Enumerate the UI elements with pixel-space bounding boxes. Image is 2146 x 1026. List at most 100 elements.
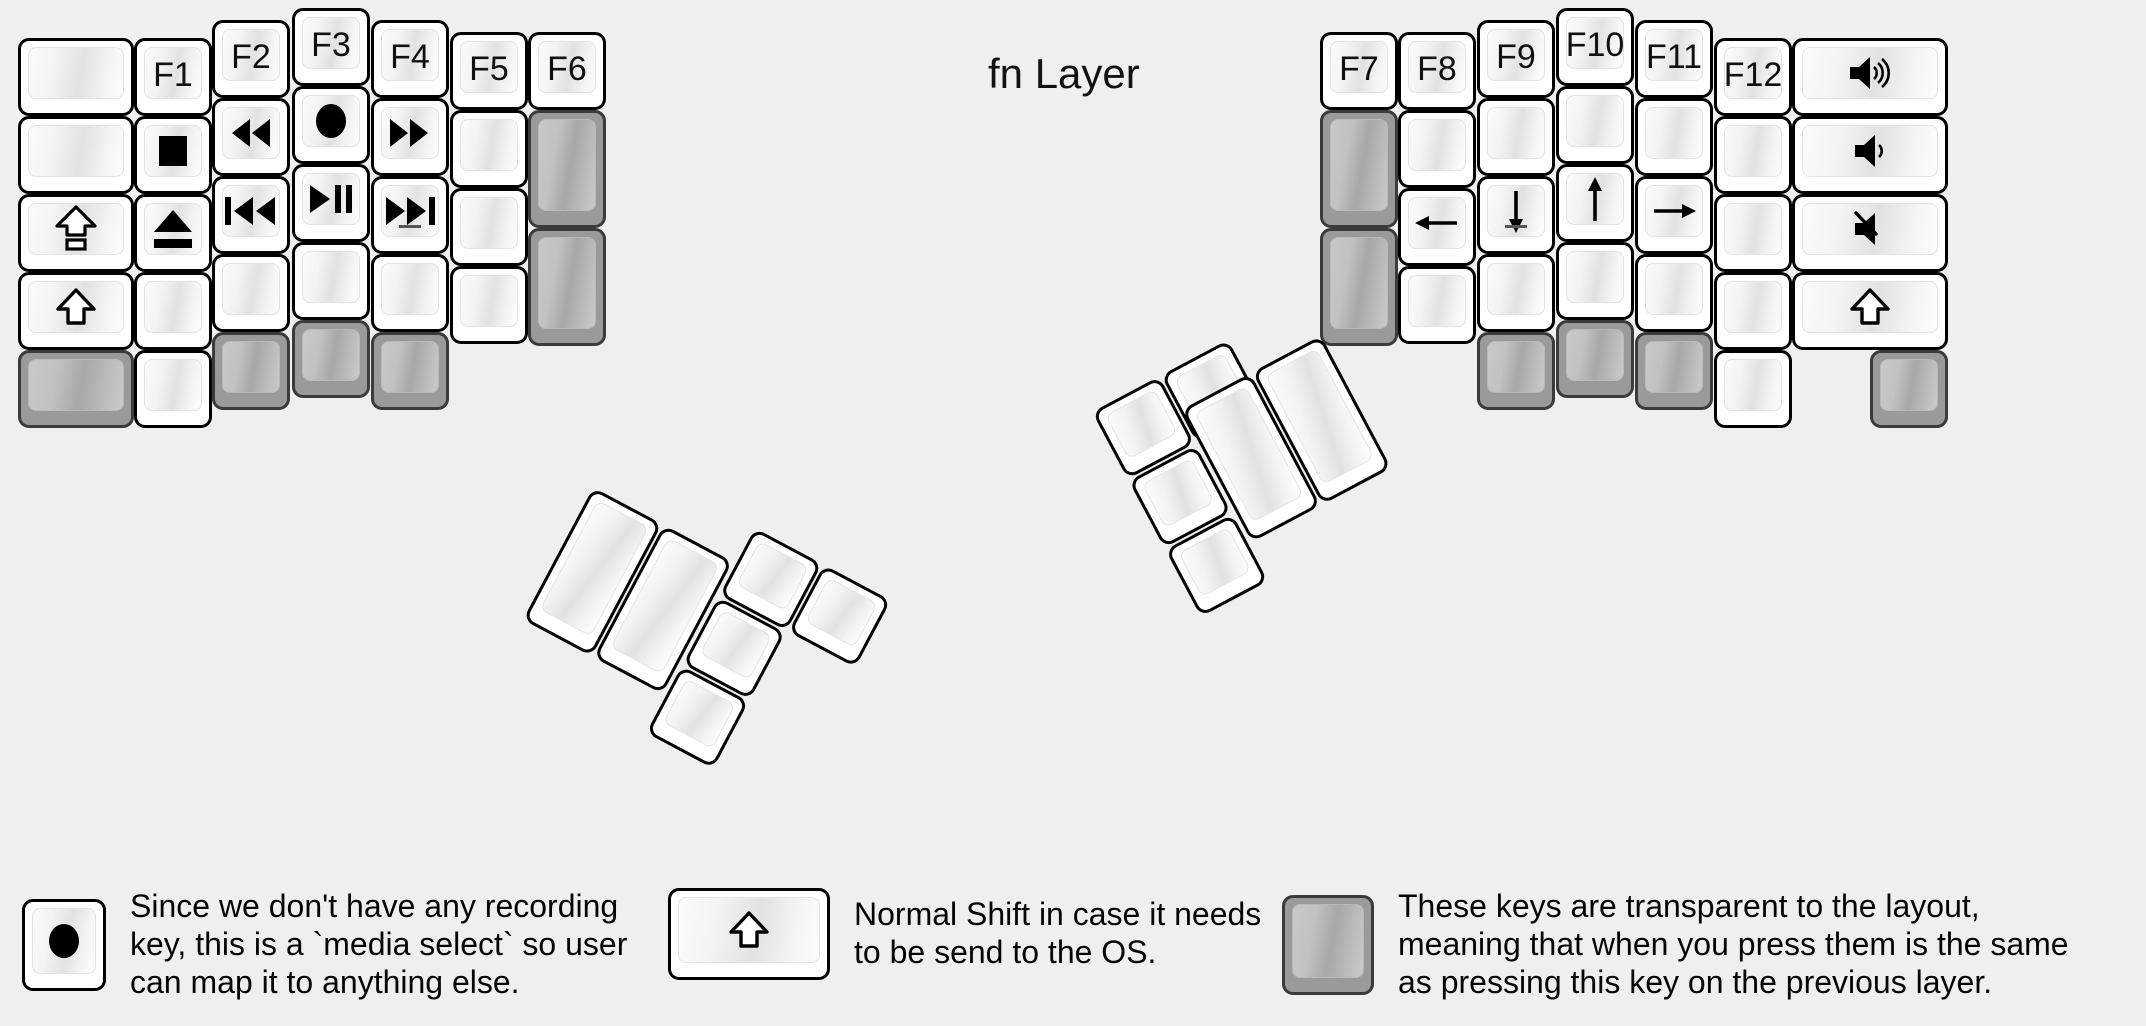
key-f8[interactable]: F8 [1398, 32, 1476, 110]
key-media-eject[interactable] [134, 194, 212, 272]
key-transparent[interactable] [1556, 320, 1634, 398]
key-f2[interactable]: F2 [212, 20, 290, 98]
key-f12[interactable]: F12 [1714, 38, 1792, 116]
key-transparent[interactable] [371, 332, 449, 410]
key-arrow-up[interactable] [1556, 164, 1634, 242]
keycap-surface [1408, 275, 1466, 327]
key-blank[interactable] [371, 254, 449, 332]
key-blank[interactable] [134, 272, 212, 350]
key-transparent[interactable] [1635, 332, 1713, 410]
key-f10[interactable]: F10 [1556, 8, 1634, 86]
key-transparent[interactable] [1870, 350, 1948, 428]
key-f11[interactable]: F11 [1635, 20, 1713, 98]
key-blank[interactable] [450, 188, 528, 266]
key-blank[interactable] [18, 116, 134, 194]
keycap-surface [1487, 263, 1545, 315]
key-sublabel-underline [1505, 225, 1527, 228]
key-blank[interactable] [1398, 110, 1476, 188]
key-volume-mute[interactable] [1792, 194, 1948, 272]
legend-key-1 [668, 888, 830, 980]
key-media-play-pause[interactable] [292, 164, 370, 242]
key-f5[interactable]: F5 [450, 32, 528, 110]
keycap-surface [1724, 281, 1782, 333]
volume-down-icon [1855, 134, 1885, 168]
key-media-next-track[interactable] [371, 176, 449, 254]
keycap-surface [381, 185, 439, 237]
key-transparent[interactable] [1477, 332, 1555, 410]
key-blank[interactable] [18, 38, 134, 116]
key-blank[interactable] [1477, 98, 1555, 176]
key-f3[interactable]: F3 [292, 8, 370, 86]
key-label: F11 [1645, 38, 1703, 76]
volume-up-icon [1850, 56, 1890, 90]
key-blank[interactable] [1556, 86, 1634, 164]
media-stop-icon [159, 136, 187, 166]
key-blank[interactable] [1477, 254, 1555, 332]
media-rewind-icon [228, 119, 274, 147]
key-transparent[interactable] [1320, 228, 1398, 346]
key-f7[interactable]: F7 [1320, 32, 1398, 110]
key-blank[interactable] [1714, 272, 1792, 350]
key-label: F4 [390, 38, 430, 76]
key-transparent[interactable] [528, 228, 606, 346]
key-shift[interactable] [18, 272, 134, 350]
keycap-surface [1566, 329, 1624, 381]
keycap-surface [222, 341, 280, 393]
media-eject-icon [154, 210, 192, 248]
key-blank[interactable] [1556, 242, 1634, 320]
arrow-right-icon [1652, 196, 1696, 226]
key-blank[interactable] [292, 242, 370, 320]
keycap-surface [28, 125, 124, 177]
key-caps-lock[interactable] [18, 194, 134, 272]
key-f6[interactable]: F6 [528, 32, 606, 110]
arrow-left-icon [1415, 208, 1459, 238]
keycap-surface [1566, 251, 1624, 303]
key-transparent[interactable] [528, 110, 606, 228]
key-blank[interactable] [1635, 254, 1713, 332]
keycap-surface [538, 119, 596, 211]
key-arrow-left[interactable] [1398, 188, 1476, 266]
key-volume-down[interactable] [1792, 116, 1948, 194]
keycap-surface [1487, 185, 1545, 237]
key-blank[interactable] [1714, 116, 1792, 194]
keycap-surface [1645, 341, 1703, 393]
key-blank[interactable] [450, 110, 528, 188]
key-arrow-down[interactable] [1477, 176, 1555, 254]
key-arrow-right[interactable] [1635, 176, 1713, 254]
keycap-surface [381, 263, 439, 315]
keycap-surface [1141, 457, 1215, 529]
media-record-icon [314, 104, 348, 138]
keycap-surface [1724, 125, 1782, 177]
key-blank[interactable] [1635, 98, 1713, 176]
key-transparent[interactable] [292, 320, 370, 398]
key-f4[interactable]: F4 [371, 20, 449, 98]
key-label: F10 [1566, 26, 1624, 64]
key-blank[interactable] [134, 350, 212, 428]
key-media-record[interactable] [292, 86, 370, 164]
key-transparent[interactable] [1320, 110, 1398, 228]
key-blank[interactable] [212, 254, 290, 332]
keycap-surface [222, 185, 280, 237]
key-shift[interactable] [1792, 272, 1948, 350]
key-blank[interactable] [1714, 350, 1792, 428]
key-transparent[interactable] [18, 350, 134, 428]
key-blank[interactable] [1398, 266, 1476, 344]
key-f9[interactable]: F9 [1477, 20, 1555, 98]
key-transparent[interactable] [212, 332, 290, 410]
keycap-surface [1645, 185, 1703, 237]
media-play-pause-icon [309, 185, 353, 213]
key-volume-up[interactable] [1792, 38, 1948, 116]
key-blank[interactable] [450, 266, 528, 344]
keycap-surface [1178, 526, 1252, 598]
key-f1[interactable]: F1 [134, 38, 212, 116]
key-blank[interactable] [1714, 194, 1792, 272]
key-media-rewind[interactable] [212, 98, 290, 176]
keycap-surface [1880, 359, 1938, 411]
key-media-previous-track[interactable] [212, 176, 290, 254]
keycap-surface [699, 609, 773, 681]
key-media-stop[interactable] [134, 116, 212, 194]
keycap-surface [144, 125, 202, 177]
keycap-surface [302, 329, 360, 381]
key-media-fast-forward[interactable] [371, 98, 449, 176]
media-record-icon [47, 923, 81, 958]
